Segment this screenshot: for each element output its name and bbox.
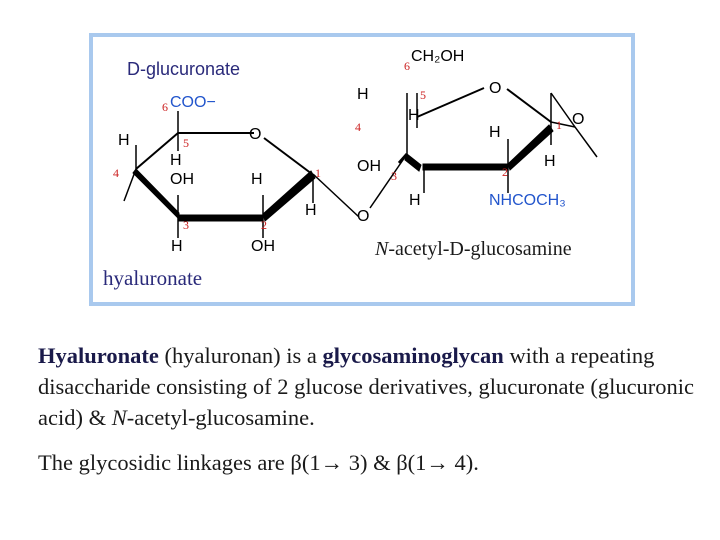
ring1-num-1: 1: [315, 166, 321, 180]
ch2oh-group: CH₂OH: [411, 48, 464, 65]
ring2-num-6: 6: [404, 59, 410, 73]
caption-text-2: with a repeating disaccharide consisting…: [38, 343, 695, 430]
wavy-bond-c4: [397, 153, 409, 164]
caption-text-3: -acetyl-glucosamine.: [126, 405, 315, 430]
term-glycosaminoglycan: glycosaminoglycan: [322, 343, 504, 368]
ring2-num-4: 4: [355, 120, 361, 134]
glucosamine-bonds: [416, 93, 576, 193]
ring2-h-c4: H: [357, 134, 358, 136]
glucosamine-label: N-acetyl-D-glucosamine: [374, 238, 572, 260]
ring1-num-6: 6: [162, 100, 168, 114]
ring1-h-c3: H: [171, 238, 183, 255]
term-hyaluronate: Hyaluronate: [38, 343, 159, 368]
ring1-h-c2-top: H: [251, 171, 263, 188]
caption-paragraph-2: The glycosidic linkages are β(1→ 3) & β(…: [38, 450, 479, 475]
figure-frame: [89, 33, 635, 306]
ring2-oh-c4: OH: [357, 158, 381, 175]
caption-italic-n: N: [111, 405, 127, 430]
ring1-num-2: 2: [261, 218, 267, 232]
ring2-h-c3: H: [409, 192, 421, 209]
ring2-h-c1: H: [544, 153, 556, 170]
hyaluronate-structure-figure: D-glucuronate hyaluronate N-acetyl-D-glu…: [89, 33, 635, 306]
ring1-num-3: 3: [183, 218, 189, 232]
ring1-num-4: 4: [113, 166, 119, 180]
ring2-num-5: 5: [420, 88, 426, 102]
glucuronate-label: D-glucuronate: [127, 59, 240, 79]
glucosamine-ring: [404, 87, 554, 172]
caption-paragraph-1: Hyaluronate (hyaluronan) is a glycosamin…: [38, 340, 708, 433]
ring2-h-c2-top: H: [489, 124, 501, 141]
glucuronate-ring: [132, 132, 316, 222]
caption-text-1: (hyaluronan) is a: [158, 343, 323, 368]
glycosidic-oxygen: O: [357, 208, 369, 225]
ring1-h-c4-top: H: [118, 132, 130, 149]
nhcoch3-group: NHCOCH₃: [489, 192, 566, 209]
hyaluronate-label: hyaluronate: [103, 266, 202, 290]
structure-diagram: D-glucuronate hyaluronate N-acetyl-D-glu…: [89, 33, 635, 306]
ring2-num-2: 2: [502, 165, 508, 179]
ring1-oxygen: O: [249, 126, 261, 143]
ring2-c1-exit-bond: [550, 92, 598, 158]
ring1-h-c5-low: H: [170, 152, 182, 169]
ring1-num-5: 5: [183, 136, 189, 150]
ring2-oxygen: O: [489, 80, 501, 97]
coo-group: COO−: [170, 94, 216, 111]
caption: Hyaluronate (hyaluronan) is a glycosamin…: [38, 340, 708, 478]
ring2-num-3: 3: [391, 169, 397, 183]
ring2-c1-oxygen: O: [572, 111, 584, 128]
ring2-h-top-c5: H: [357, 86, 369, 103]
ring2-h-c5: H: [408, 107, 420, 124]
glucuronate-bonds: [123, 111, 360, 238]
ring1-h-c1: H: [305, 202, 317, 219]
ring1-oh-c2: OH: [251, 238, 275, 255]
ring1-oh-c4: OH: [170, 171, 194, 188]
ring2-num-1: 1: [556, 118, 562, 132]
